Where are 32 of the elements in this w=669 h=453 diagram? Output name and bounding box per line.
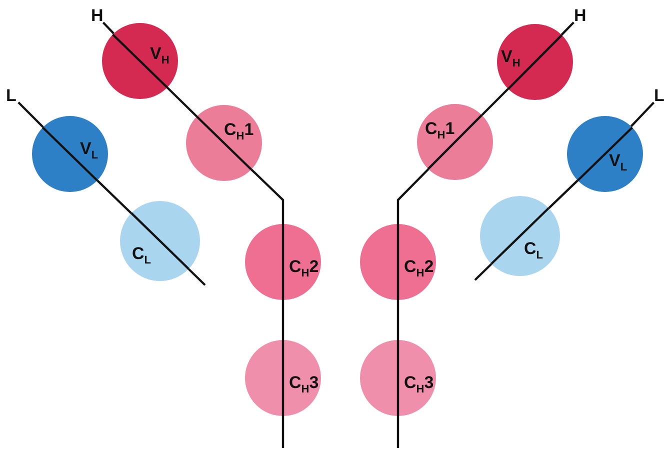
chain-line xyxy=(396,168,430,224)
domain-label: V$_{L}$ xyxy=(609,152,628,174)
chain-line xyxy=(250,168,284,224)
chain-label: L xyxy=(654,87,664,104)
chain-line xyxy=(481,88,509,116)
chain-line xyxy=(102,22,114,34)
domain-label: C$_{L}$ xyxy=(524,240,544,262)
chain-line xyxy=(188,268,206,286)
domain-label: V$_{H}$ xyxy=(150,45,170,66)
domain-label: C$_{L}$ xyxy=(132,245,152,266)
domain-label: C$_{H}$3 xyxy=(404,374,434,396)
chain-line xyxy=(630,102,655,128)
domain-label: V$_{H}$ xyxy=(501,48,520,70)
chain-line xyxy=(474,263,492,281)
domain-label: C$_{H}$3 xyxy=(289,374,319,396)
chain-line xyxy=(282,300,284,340)
domain-label: C$_{H}$1 xyxy=(224,121,254,142)
chain-label: H xyxy=(91,7,104,24)
chain-line xyxy=(166,86,198,118)
domain-label: C$_{H}$2 xyxy=(289,258,319,280)
domain-label: V$_{L}$ xyxy=(80,140,98,162)
domain-label: C$_{H}$1 xyxy=(425,120,455,142)
chain-line xyxy=(282,416,284,448)
chain-line xyxy=(396,300,400,340)
chain-label: L xyxy=(6,87,16,104)
chain-line xyxy=(548,180,578,209)
chain-line xyxy=(396,416,400,448)
chain-line xyxy=(560,22,574,36)
domain-label: C$_{H}$2 xyxy=(404,258,434,280)
chain-label: H xyxy=(574,7,586,24)
chain-line xyxy=(18,102,44,128)
chain-line xyxy=(96,180,132,214)
